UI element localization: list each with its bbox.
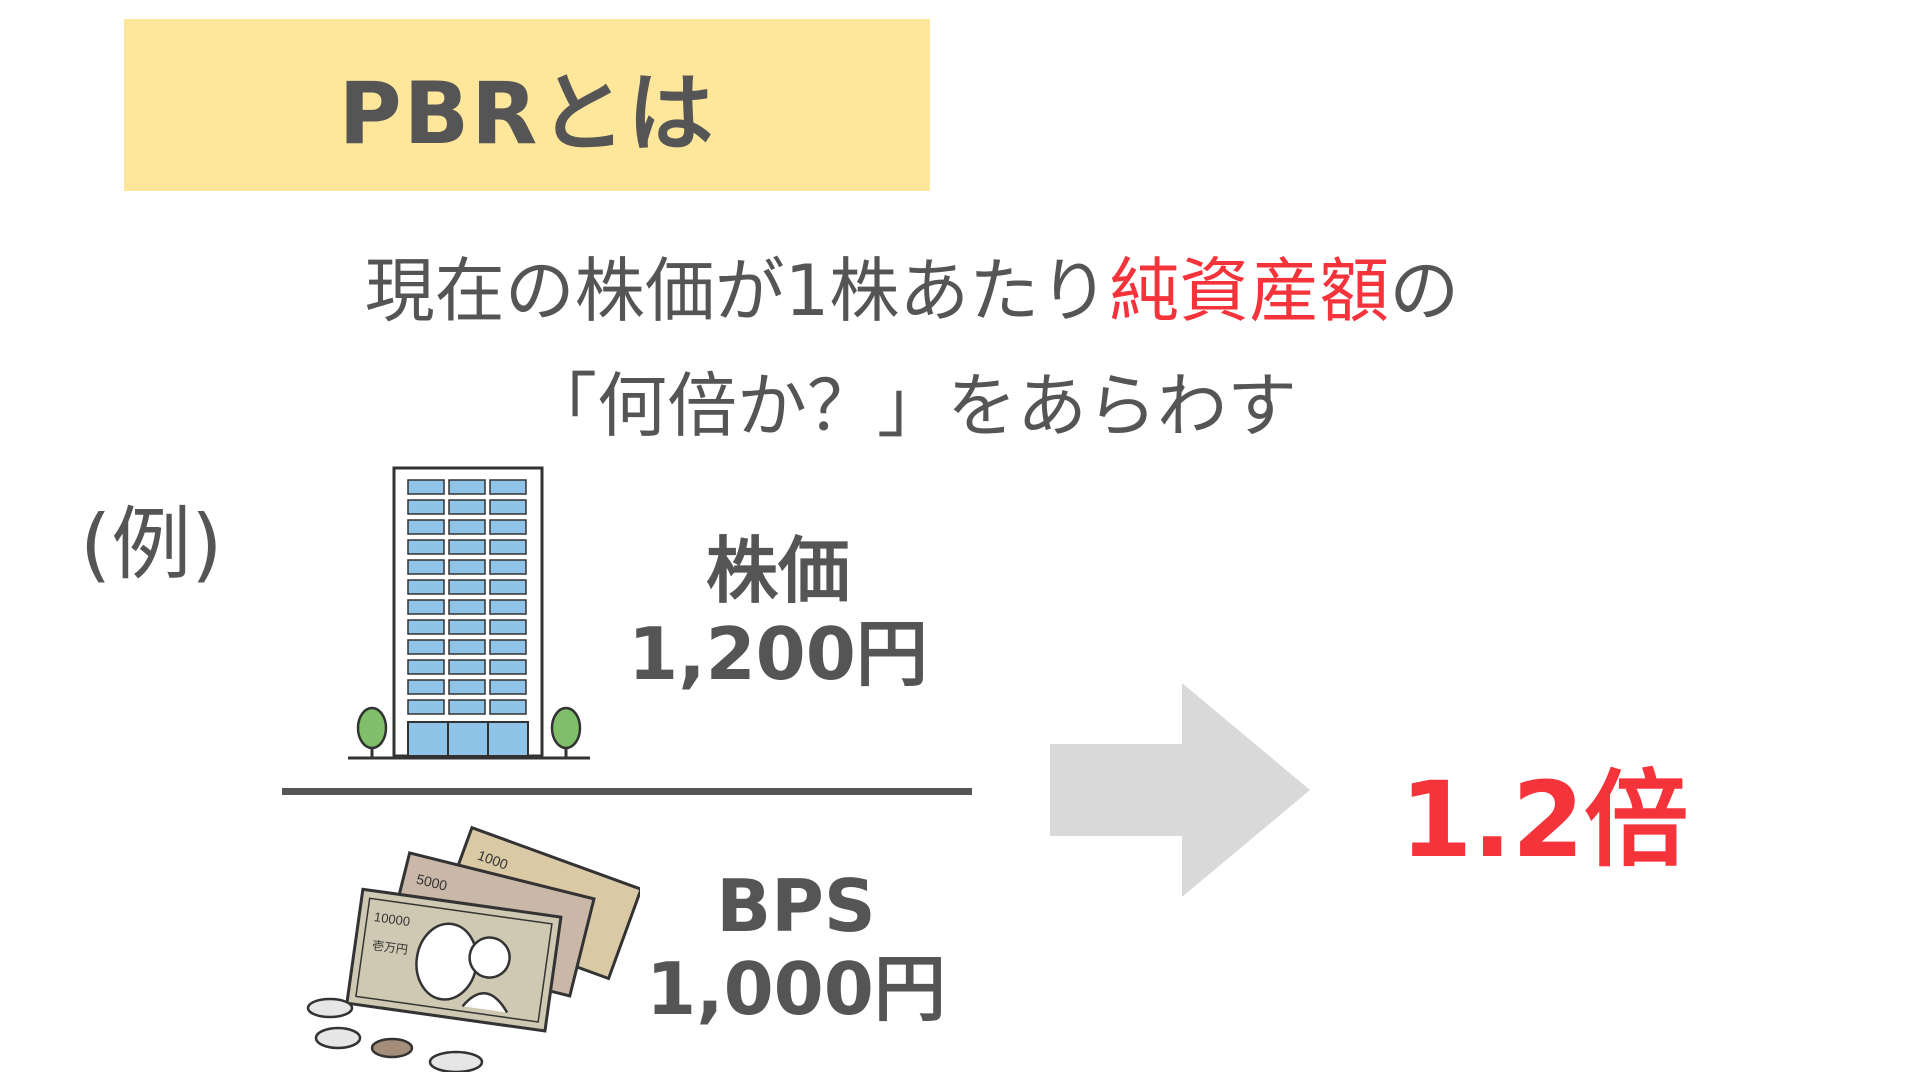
office-building-icon bbox=[348, 466, 590, 760]
arrow-right-icon bbox=[1050, 683, 1310, 897]
building-window bbox=[407, 699, 445, 715]
title-banner: PBRとは bbox=[124, 19, 930, 191]
building-window bbox=[489, 499, 527, 515]
building-window bbox=[489, 619, 527, 635]
description-line-2: 「何倍か？」をあらわす bbox=[527, 365, 1297, 447]
description-text: 現在の株価が1株あたり bbox=[364, 250, 1110, 332]
banknote-10000-label: 10000 bbox=[373, 909, 411, 929]
banknote-kanji-label: 壱万円 bbox=[371, 938, 409, 957]
building-window bbox=[448, 599, 486, 615]
numerator-label: 株価 bbox=[705, 529, 850, 613]
building-window bbox=[489, 579, 527, 595]
building-window bbox=[448, 699, 486, 715]
building-window bbox=[489, 559, 527, 575]
building-window bbox=[448, 539, 486, 555]
building-window bbox=[489, 679, 527, 695]
building-window bbox=[407, 559, 445, 575]
building-window bbox=[448, 619, 486, 635]
description-text-end: の bbox=[1389, 250, 1460, 332]
building-window bbox=[407, 539, 445, 555]
pbr-result: 1.2倍 bbox=[1400, 759, 1689, 881]
building-window bbox=[489, 479, 527, 495]
building-window bbox=[448, 659, 486, 675]
building-window bbox=[489, 519, 527, 535]
building-window bbox=[448, 499, 486, 515]
building-window bbox=[407, 579, 445, 595]
building-window bbox=[489, 539, 527, 555]
denominator-label: BPS bbox=[716, 864, 876, 948]
building-window bbox=[407, 599, 445, 615]
building-window bbox=[407, 679, 445, 695]
building-window bbox=[489, 699, 527, 715]
page-title: PBRとは bbox=[338, 63, 716, 164]
banknote-5000-label: 5000 bbox=[415, 871, 449, 894]
building-window bbox=[448, 639, 486, 655]
denominator-value: 1,000円 bbox=[646, 946, 946, 1031]
building-window bbox=[407, 479, 445, 495]
numerator-value: 1,200円 bbox=[628, 611, 928, 696]
building-window bbox=[407, 519, 445, 535]
numerator: 株価 1,200円 bbox=[628, 530, 928, 696]
fraction-line bbox=[282, 788, 972, 795]
building-window bbox=[407, 499, 445, 515]
building-window bbox=[448, 479, 486, 495]
description-line-1: 現在の株価が1株あたり純資産額の bbox=[0, 235, 1872, 336]
building-window bbox=[448, 559, 486, 575]
building-window bbox=[489, 659, 527, 675]
description-accent-text: 純資産額 bbox=[1109, 250, 1390, 332]
building-window bbox=[448, 519, 486, 535]
building-window bbox=[489, 599, 527, 615]
example-label: (例) bbox=[80, 498, 223, 591]
building-window bbox=[489, 639, 527, 655]
building-window bbox=[407, 659, 445, 675]
building-window bbox=[407, 639, 445, 655]
denominator: BPS 1,000円 bbox=[646, 865, 946, 1031]
building-window bbox=[448, 579, 486, 595]
banknotes-and-coins-icon: 1000 5000 10000 壱万円 bbox=[306, 825, 640, 1072]
building-window bbox=[448, 679, 486, 695]
building-window bbox=[407, 619, 445, 635]
